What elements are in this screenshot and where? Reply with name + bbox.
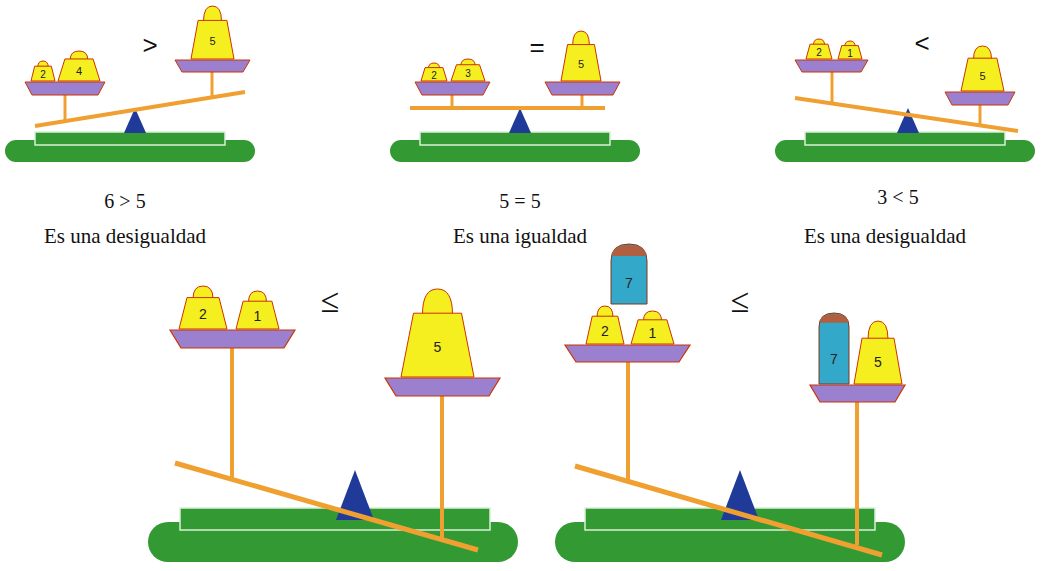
weight: 1 <box>630 310 675 345</box>
weight-shape <box>190 5 235 60</box>
weight: 3 <box>450 58 486 82</box>
weight: 5 <box>190 5 235 60</box>
weight-number: 1 <box>837 46 863 60</box>
balance-scale <box>555 345 905 562</box>
caption-text: 6 > 5 <box>104 190 145 213</box>
weight-shape <box>560 30 602 82</box>
weight: 4 <box>57 50 101 82</box>
caption-text: 5 = 5 <box>499 190 540 213</box>
weight-number: 3 <box>450 65 486 82</box>
weight-number: 7 <box>610 262 648 305</box>
weight-number: 2 <box>178 299 228 331</box>
weight-number: 2 <box>420 68 448 82</box>
caption-text: Es una igualdad <box>453 224 587 249</box>
caption-text: Es una desigualdad <box>804 224 966 249</box>
cylinder-weight: 7 <box>818 312 850 385</box>
weight-shape <box>853 320 903 385</box>
weight-number: 5 <box>960 59 1005 92</box>
weight-number: 1 <box>630 321 675 346</box>
balance-scale <box>5 60 255 162</box>
weight: 5 <box>853 320 903 385</box>
relation-symbol: > <box>142 30 157 61</box>
weight: 1 <box>235 290 280 330</box>
weight: 5 <box>560 30 602 82</box>
caption-text: 3 < 5 <box>877 186 918 209</box>
weight: 2 <box>420 62 448 82</box>
weight-number: 2 <box>30 67 56 82</box>
weight-number: 7 <box>818 334 850 385</box>
weight: 5 <box>960 45 1005 92</box>
weight-shape <box>960 45 1005 92</box>
cylinder-weight: 7 <box>610 243 648 305</box>
weight-number: 5 <box>400 315 475 378</box>
weight: 5 <box>400 288 475 378</box>
relation-symbol: = <box>529 32 544 63</box>
weight: 2 <box>585 305 625 345</box>
cylinder-weight <box>818 312 850 385</box>
weight-number: 2 <box>805 45 833 60</box>
weight-shape <box>400 288 475 378</box>
relation-symbol: ≤ <box>731 282 750 320</box>
balance-scale <box>390 82 640 162</box>
weight: 2 <box>178 285 228 330</box>
caption-text: Es una desigualdad <box>44 224 206 249</box>
relation-symbol: < <box>914 28 929 59</box>
weight-number: 1 <box>235 302 280 330</box>
weight-number: 5 <box>190 22 235 61</box>
weight-number: 5 <box>560 46 602 82</box>
relation-symbol: ≤ <box>321 282 340 320</box>
weight-number: 2 <box>585 317 625 345</box>
weight: 1 <box>837 40 863 60</box>
cylinder-weight <box>610 243 648 305</box>
weight-number: 4 <box>57 60 101 82</box>
weight: 2 <box>805 38 833 60</box>
weight-number: 5 <box>853 340 903 386</box>
weight: 2 <box>30 60 56 82</box>
